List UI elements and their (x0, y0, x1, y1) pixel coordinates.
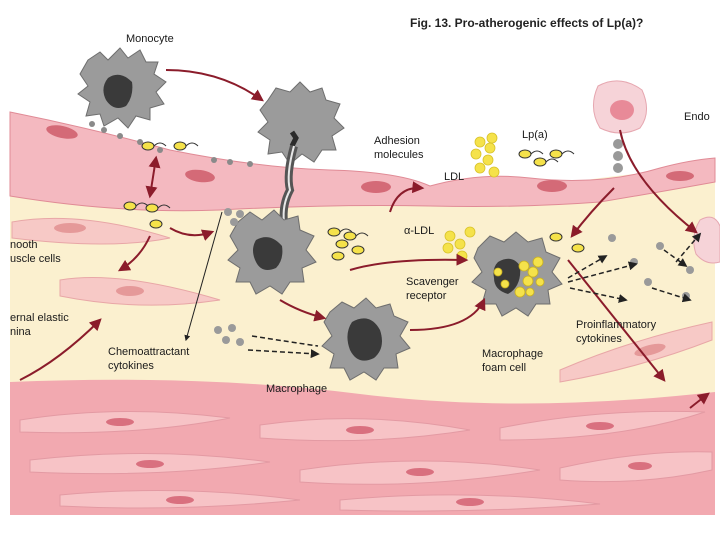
label-smooth-muscle-2: uscle cells (10, 253, 61, 266)
label-scavenger-1: Scavenger (406, 276, 459, 289)
endothelial-nucleus (537, 180, 567, 192)
label-foam-2: foam cell (482, 362, 526, 375)
label-smooth-muscle-1: nooth (10, 239, 38, 252)
label-foam-1: Macrophage (482, 348, 543, 361)
label-chemo-1: Chemoattractant (108, 346, 189, 359)
label-monocyte: Monocyte (126, 33, 174, 46)
label-adhesion-2: molecules (374, 149, 424, 162)
label-alpha-ldl: α-LDL (404, 225, 434, 238)
label-proinflam-1: Proinflammatory (576, 319, 656, 332)
label-chemo-2: cytokines (108, 360, 154, 373)
label-elastic-1: ernal elastic (10, 312, 69, 325)
label-endo: Endo (684, 111, 710, 124)
label-macrophage: Macrophage (266, 383, 327, 396)
label-adhesion-1: Adhesion (374, 135, 420, 148)
lpa-stack (613, 139, 623, 173)
endothelial-nucleus (666, 171, 694, 181)
label-ldl: LDL (444, 171, 464, 184)
endothelial-cell-right (694, 217, 720, 263)
figure-title: Fig. 13. Pro-atherogenic effects of Lp(a… (410, 17, 643, 30)
label-scavenger-2: receptor (406, 290, 446, 303)
label-lpa: Lp(a) (522, 129, 548, 142)
label-elastic-2: nina (10, 326, 31, 339)
label-proinflam-2: cytokines (576, 333, 622, 346)
endothelial-cell (593, 81, 646, 133)
endothelial-nucleus (361, 181, 391, 193)
smooth-muscle-nucleus (116, 286, 144, 296)
smooth-muscle-nucleus (54, 223, 86, 233)
